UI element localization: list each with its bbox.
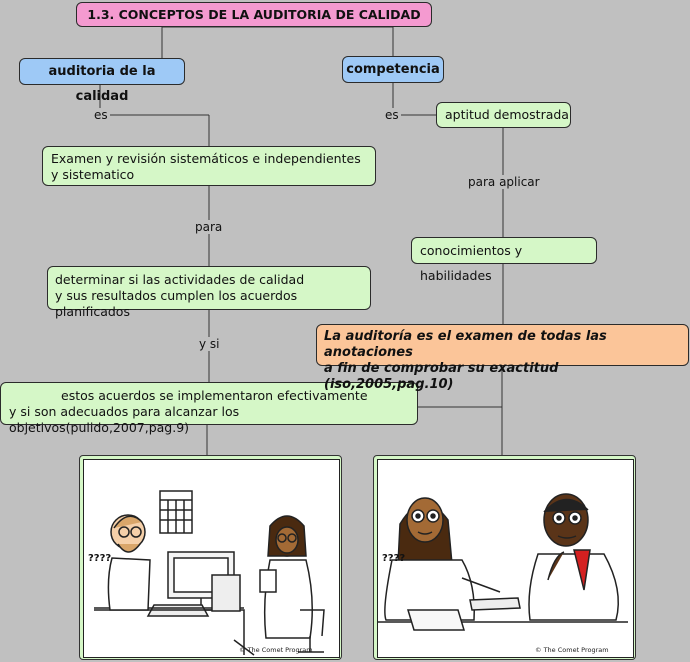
link-label-y-si: y si	[197, 337, 222, 351]
node-conocimientos: conocimientos y habilidades	[411, 237, 597, 283]
node-acuerdos-line1: estos acuerdos se implementaron efectiva…	[61, 388, 368, 403]
title-node: 1.3. CONCEPTOS DE LA AUDITORIA DE CALIDA…	[76, 2, 432, 27]
node-aptitud: aptitud demostrada	[436, 102, 571, 128]
concept-competencia: competencia	[342, 56, 444, 83]
node-definicion-line1: La auditoría es el examen de todas las a…	[324, 329, 607, 360]
node-determinar: determinar si las actividades de calidad…	[47, 266, 371, 319]
cartoon-right-illustration: ????	[378, 493, 628, 631]
cartoon-left-credit: © The Comet Program	[239, 646, 313, 654]
concept-auditoria: auditoria de la calidad	[19, 58, 185, 104]
cartoon-left-caption: ????	[88, 553, 111, 564]
cartoon-left: ???? © The Comet Program	[83, 459, 340, 658]
cartoon-left-illustration: ????	[88, 490, 325, 656]
link-label-para-aplicar: para aplicar	[466, 175, 542, 189]
image-panel-left: ???? © The Comet Program	[79, 455, 342, 660]
node-examen-revision: Examen y revisión sistemáticos e indepen…	[42, 146, 376, 186]
node-definicion-iso: La auditoría es el examen de todas las a…	[316, 324, 689, 392]
image-panel-right: ???? © The Comet Program	[373, 455, 636, 660]
cartoon-right-caption: ????	[382, 553, 405, 564]
node-determinar-line2: y sus resultados cumplen los acuerdos pl…	[55, 288, 298, 319]
node-acuerdos-line2: y si son adecuados para alcanzar los obj…	[9, 404, 240, 435]
cartoon-right: ???? © The Comet Program	[377, 459, 634, 658]
node-determinar-line1: determinar si las actividades de calidad	[55, 272, 305, 287]
node-acuerdos: estos acuerdos se implementaron efectiva…	[0, 382, 418, 435]
link-label-es-left: es	[92, 108, 110, 122]
link-label-es-right: es	[383, 108, 401, 122]
link-label-para: para	[193, 220, 225, 234]
node-definicion-line2: a fin de comprobar su exactitud (iso,200…	[324, 361, 559, 392]
cartoon-right-credit: © The Comet Program	[535, 646, 609, 654]
